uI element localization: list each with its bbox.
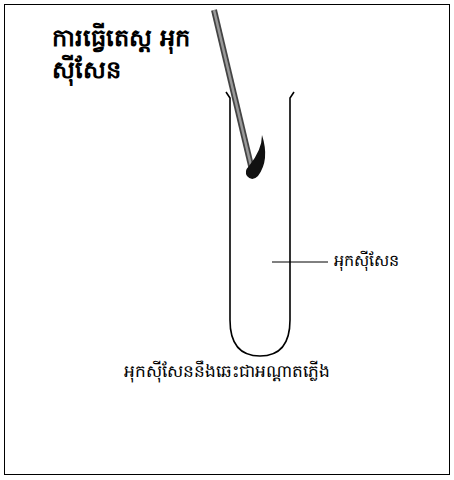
caption-box: អុកស៊ីសែននឹងឆេះជាអណ្តាតភ្លើង bbox=[0, 360, 454, 383]
leader-line bbox=[272, 262, 328, 263]
glowing-tip bbox=[246, 135, 265, 179]
splint-highlight bbox=[214, 10, 252, 170]
title: ការធ្វើតេស្ត អុកស៊ីសែន bbox=[52, 22, 222, 87]
part-label: អុកស៊ីសែន bbox=[334, 250, 399, 272]
caption: អុកស៊ីសែននឹងឆេះជាអណ្តាតភ្លើង bbox=[122, 361, 332, 381]
test-tube bbox=[226, 92, 294, 356]
splint bbox=[214, 10, 252, 170]
frame bbox=[5, 5, 450, 475]
